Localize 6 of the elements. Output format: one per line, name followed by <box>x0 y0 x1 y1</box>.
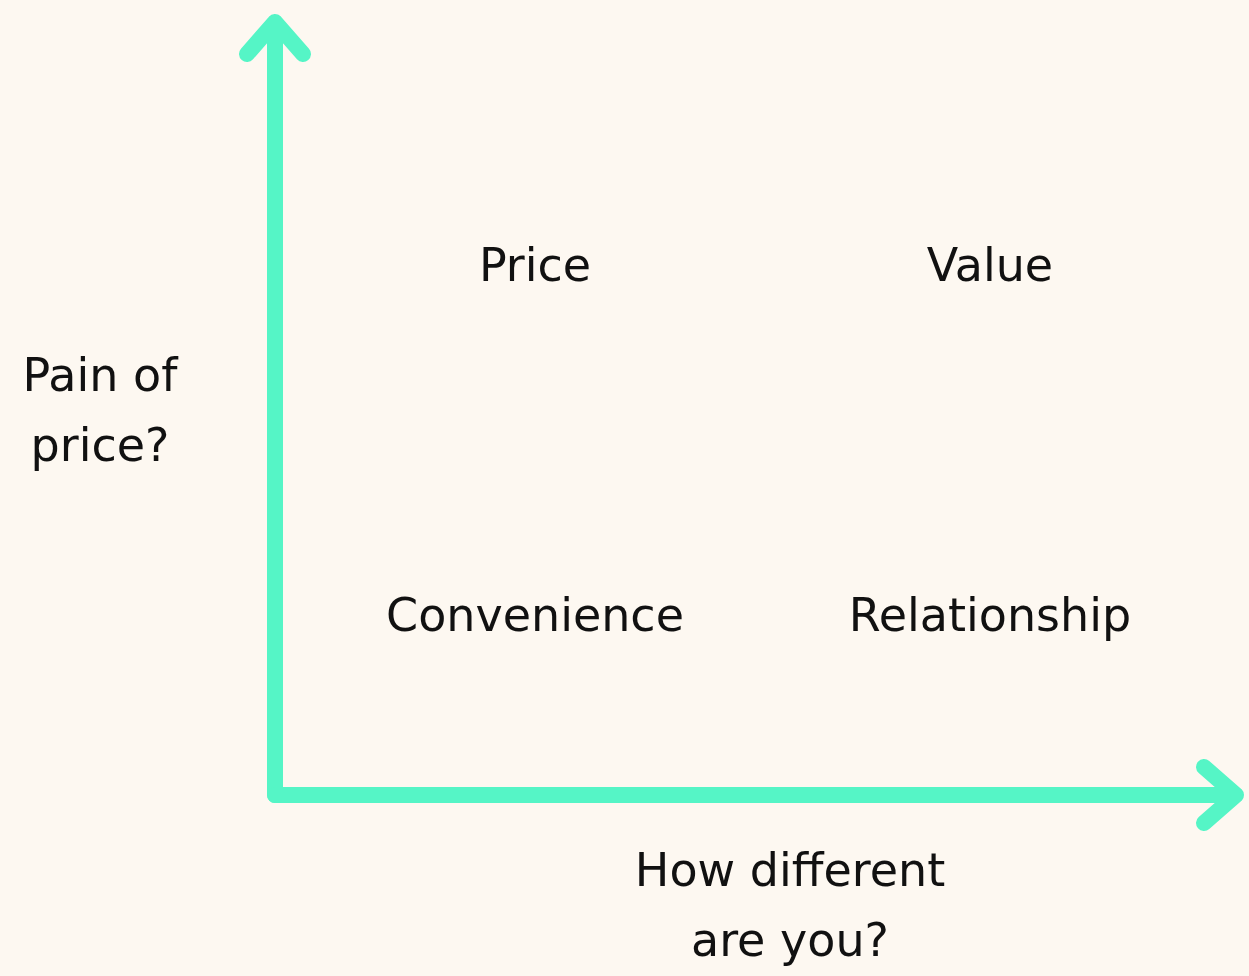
quadrant-label: Relationship <box>847 587 1133 644</box>
quadrant-label: Convenience <box>385 587 685 644</box>
axis-label: Pain of price? <box>21 347 180 474</box>
axis-label: How different are you? <box>633 842 947 969</box>
quadrant-label: Price <box>477 237 593 294</box>
quadrant-label: Value <box>925 237 1055 294</box>
